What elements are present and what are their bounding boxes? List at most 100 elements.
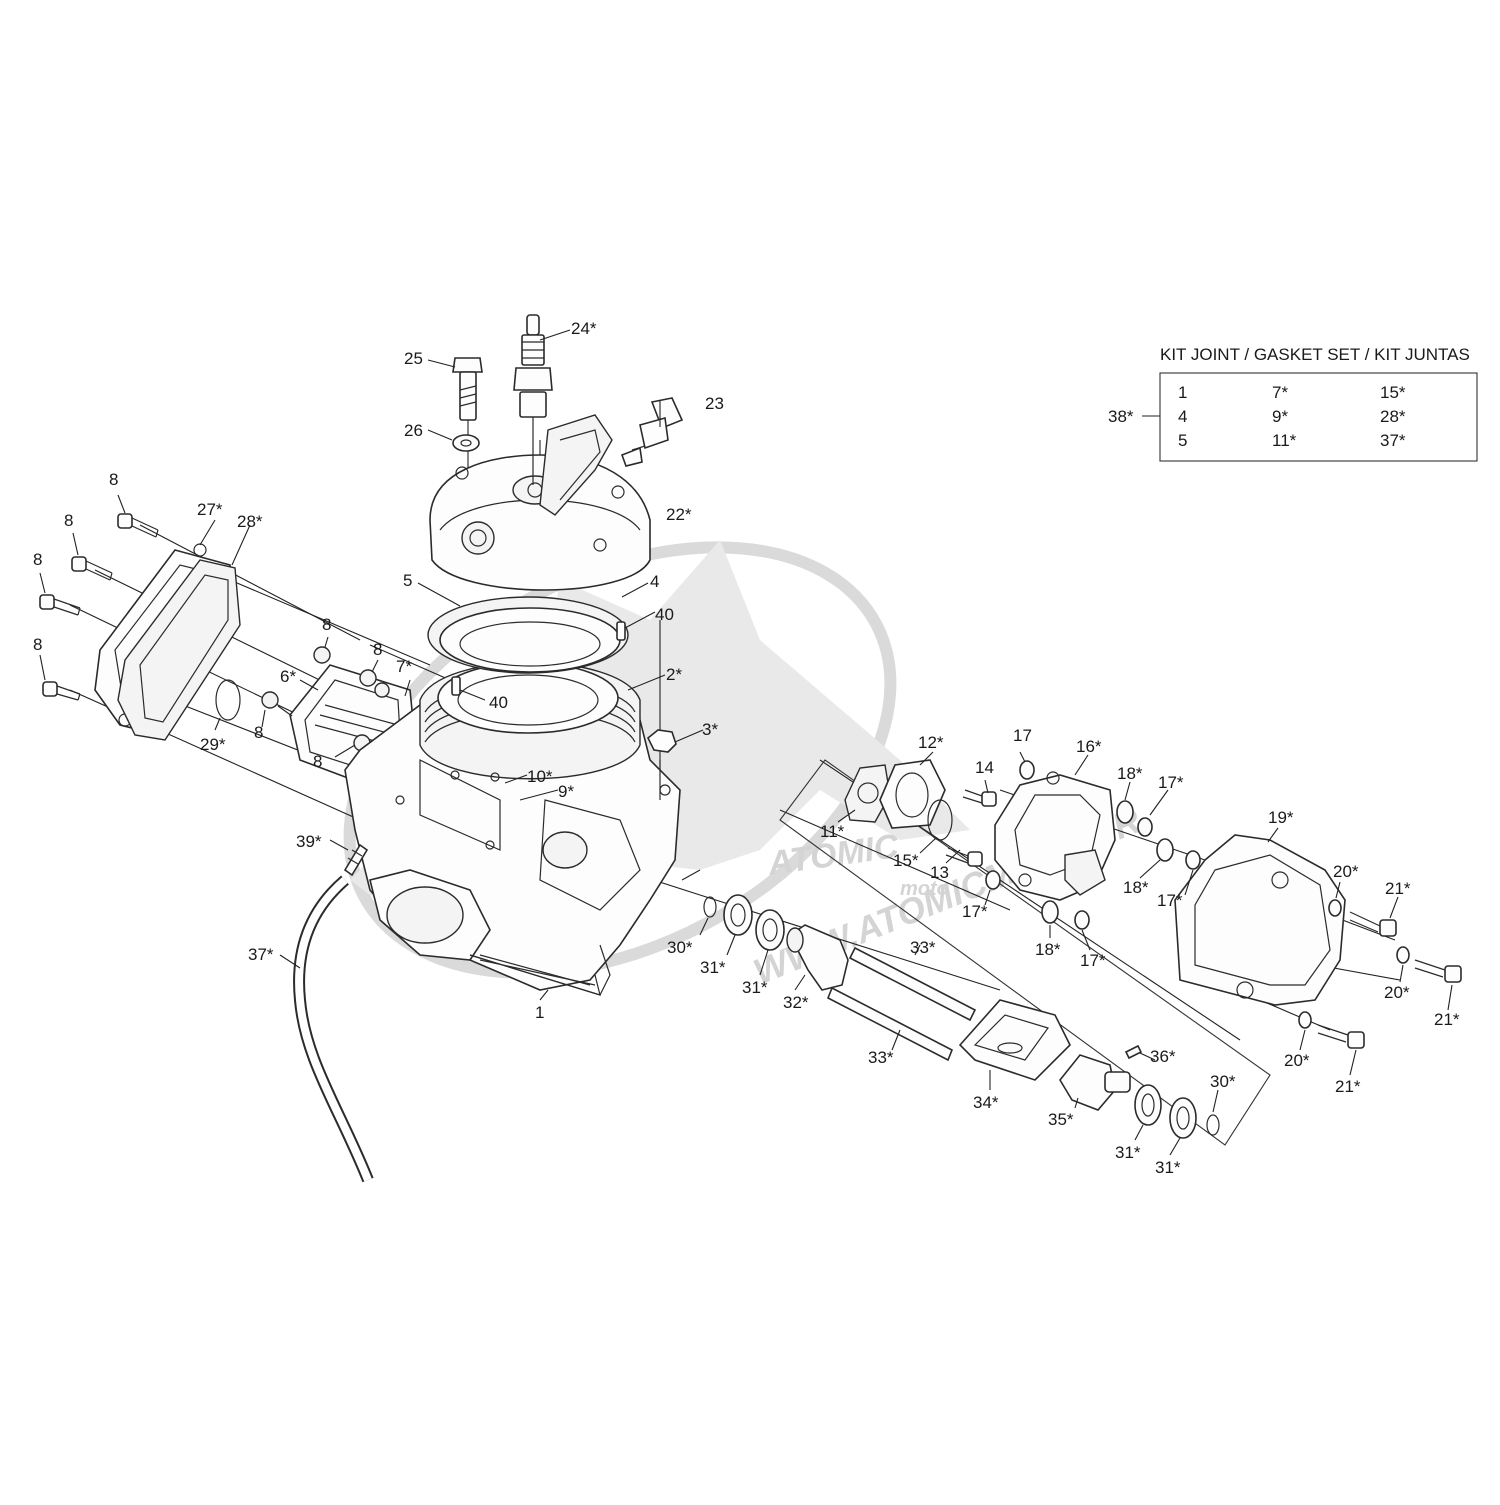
- dowel-40-bottom: [451, 676, 461, 696]
- callout-17-e: 17*: [1080, 951, 1106, 970]
- bush-18-bottom: [1041, 900, 1059, 924]
- callout-21-c: 21*: [1335, 1077, 1361, 1096]
- callout-18-b: 18*: [1123, 878, 1149, 897]
- callout-10: 10*: [527, 767, 553, 786]
- callout-8-b: 8: [64, 511, 73, 530]
- base-gasket: [469, 944, 611, 996]
- callout-leader-lines: [39, 329, 1453, 1156]
- hose-37: [293, 875, 374, 1183]
- bearing-31-d: [1169, 1097, 1197, 1139]
- callout-14: 14: [975, 758, 994, 777]
- bolt-21-b: [1414, 959, 1462, 983]
- callout-4: 4: [650, 572, 659, 591]
- valve-shaft-32: [786, 924, 849, 991]
- callout-33-a: 33*: [910, 938, 936, 957]
- callout-6: 6*: [280, 667, 296, 686]
- watermark-logo-sub: moto: [900, 878, 949, 900]
- callout-12: 12*: [918, 733, 944, 752]
- bush-17-left-low: [985, 870, 1001, 890]
- kit-cell-r1c1: 1: [1178, 383, 1187, 402]
- washer-26: [452, 434, 480, 452]
- callout-35: 35*: [1048, 1110, 1074, 1129]
- callout-20-c: 20*: [1284, 1051, 1310, 1070]
- callout-17-a: 17: [1013, 726, 1032, 745]
- callout-8-h: 8: [313, 752, 322, 771]
- bush-17-right-mid: [1185, 850, 1201, 870]
- valve-cover-19: [1174, 834, 1346, 1006]
- kit-cell-r3c2: 11*: [1272, 431, 1297, 450]
- callout-33-b: 33*: [868, 1048, 894, 1067]
- callout-8-c: 8: [33, 550, 42, 569]
- callout-31-b: 31*: [742, 978, 768, 997]
- kit-cell-r3c1: 5: [1178, 431, 1187, 450]
- kit-cell-r3c3: 37*: [1380, 431, 1406, 450]
- callout-20-b: 20*: [1384, 983, 1410, 1002]
- cover-gasket: [117, 559, 241, 741]
- bush-17-top: [1019, 760, 1035, 780]
- callout-9: 9*: [558, 782, 574, 801]
- bearing-31-b: [755, 909, 785, 951]
- bolt-21-c: [1317, 1024, 1365, 1049]
- callout-20-a: 20*: [1333, 862, 1359, 881]
- callout-5: 5: [403, 571, 412, 590]
- callout-8-g: 8: [254, 723, 263, 742]
- callout-34: 34*: [973, 1093, 999, 1112]
- callout-36: 36*: [1150, 1047, 1176, 1066]
- oring-29: [215, 679, 241, 721]
- dowel-40-top: [616, 621, 626, 641]
- bush-17-right-top: [1137, 817, 1153, 837]
- callout-28: 28*: [237, 512, 263, 531]
- bolt-8-second: [71, 556, 113, 581]
- head-gasket-4: [439, 607, 621, 673]
- bolt-13: [945, 847, 983, 867]
- callout-24: 24*: [571, 319, 597, 338]
- washer-20-c: [1298, 1011, 1312, 1029]
- callout-8-d: 8: [33, 635, 42, 654]
- callout-19: 19*: [1268, 808, 1294, 827]
- callout-31-c: 31*: [1115, 1143, 1141, 1162]
- bush-17-bottom: [1074, 910, 1090, 930]
- bush-18-right-mid: [1156, 838, 1174, 862]
- callout-8-f: 8: [373, 640, 382, 659]
- callout-16: 16*: [1076, 737, 1102, 756]
- kit-cell-r1c3: 15*: [1380, 383, 1406, 402]
- callout-18-c: 18*: [1035, 940, 1061, 959]
- callout-21-a: 21*: [1385, 879, 1411, 898]
- callout-7: 7*: [396, 657, 412, 676]
- callout-8-e: 8: [322, 615, 331, 634]
- kit-cell-r2c1: 4: [1178, 407, 1187, 426]
- callout-17-c: 17*: [1157, 891, 1183, 910]
- callout-11: 11*: [820, 822, 845, 841]
- actuator-16: [994, 771, 1116, 901]
- kit-ref-label: 38*: [1108, 407, 1134, 426]
- callout-25: 25: [404, 349, 423, 368]
- callout-labels: 1 2* 3* 4 5 6* 7* 8 8 8 8 8 8 8 8 9* 10*…: [33, 319, 1460, 1177]
- spark-plug: [513, 314, 553, 485]
- kit-cell-r2c2: 9*: [1272, 407, 1288, 426]
- callout-13: 13: [930, 863, 949, 882]
- kit-cell-r1c2: 7*: [1272, 383, 1288, 402]
- assembly-frames: [779, 759, 1271, 1146]
- callout-31-a: 31*: [700, 958, 726, 977]
- nut-3: [646, 729, 677, 800]
- bush-18-right-top: [1116, 800, 1134, 824]
- callout-37: 37*: [248, 945, 274, 964]
- bolt-21-a: [1349, 911, 1397, 937]
- bolt-8-fourth: [42, 681, 81, 701]
- rod-33-upper: [848, 946, 977, 1022]
- bearing-31-a: [723, 894, 753, 936]
- kit-table-title: KIT JOINT / GASKET SET / KIT JUNTAS: [1160, 345, 1470, 364]
- callout-32: 32*: [783, 993, 809, 1012]
- head-bolt-25: [452, 357, 483, 421]
- callout-8-a: 8: [109, 470, 118, 489]
- callout-15: 15*: [893, 851, 919, 870]
- washer-20-a: [1328, 899, 1342, 917]
- clip-30-left: [703, 896, 717, 918]
- callout-22: 22*: [666, 505, 692, 524]
- cylinder-head: [429, 414, 651, 591]
- bolt-8-third: [39, 594, 81, 616]
- valve-slide-34: [958, 999, 1071, 1081]
- fitting-39: [343, 843, 369, 877]
- pulley-35: [1059, 1054, 1131, 1111]
